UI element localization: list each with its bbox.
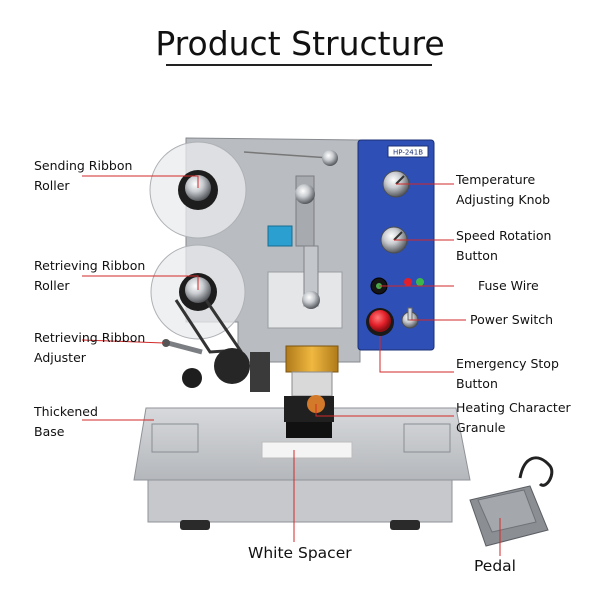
label-retrieving-ribbon-roller: Retrieving Ribbon Roller	[34, 258, 146, 293]
heating-character-granule	[284, 345, 339, 438]
label-white-spacer: White Spacer	[248, 544, 352, 562]
upper-linkage	[243, 150, 338, 247]
label-retrieving-ribbon-adjuster: Retrieving Ribbon Adjuster	[34, 330, 146, 365]
model-plate: HP-241B	[393, 149, 423, 157]
indicator-lamp-green	[416, 278, 424, 286]
label-sending-ribbon-roller: Sending Ribbon Roller	[34, 158, 133, 193]
indicator-lamp-red	[404, 278, 412, 286]
label-emergency-stop-button: Emergency Stop Button	[456, 356, 559, 391]
emergency-stop-button[interactable]	[366, 308, 394, 336]
leader-lines	[81, 175, 501, 556]
page-title: Product Structure	[155, 24, 445, 63]
pedal[interactable]	[469, 456, 554, 547]
label-speed-rotation-button: Speed Rotation Button	[456, 228, 552, 263]
press-column	[302, 245, 320, 309]
control-panel: HP-241B	[357, 139, 435, 351]
label-power-switch: Power Switch	[470, 312, 554, 327]
white-spacer	[261, 441, 353, 459]
retrieving-ribbon-roller	[150, 244, 246, 340]
label-pedal: Pedal	[474, 557, 516, 575]
retrieving-ribbon-adjuster	[162, 339, 203, 355]
drive-motor	[174, 299, 270, 392]
title-underline	[166, 64, 432, 66]
label-thickened-base: Thickened Base	[34, 404, 98, 439]
label-temperature-knob: Temperature Adjusting Knob	[456, 172, 551, 207]
label-fuse-wire: Fuse Wire	[478, 278, 539, 293]
sending-ribbon-roller	[149, 141, 247, 239]
label-heating-character-granule: Heating Character Granule	[456, 400, 571, 435]
